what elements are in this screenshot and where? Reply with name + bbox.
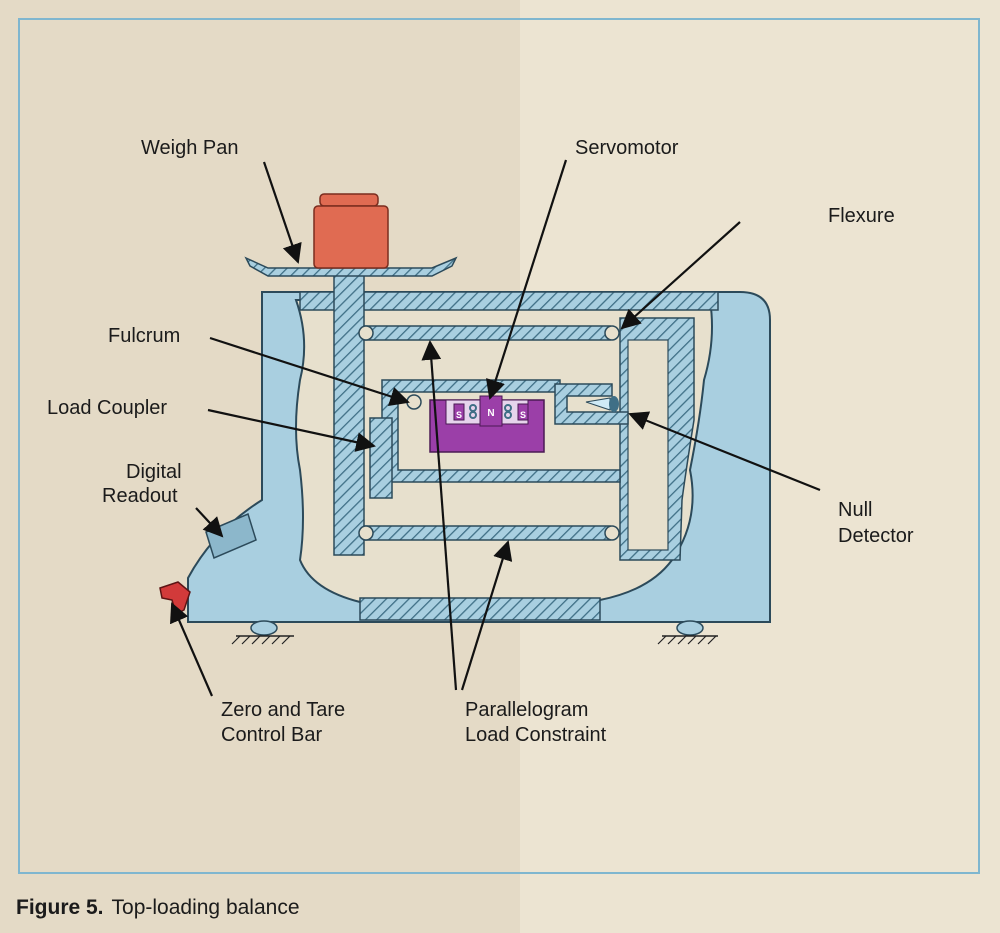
label-parallelogram-line2: Load Constraint [465, 724, 607, 746]
balance-foot-left [231, 620, 294, 645]
label-zero-tare-line1: Zero and Tare [221, 699, 345, 721]
label-parallelogram-line1: Parallelogram [465, 699, 588, 721]
servomotor-magnet: S N S [429, 395, 545, 453]
label-flexure: Flexure [828, 205, 895, 227]
magnet-pole-s-left: S [456, 410, 462, 420]
figure-number: Figure 5. [16, 896, 104, 919]
label-null-detector-line2: Detector [838, 525, 914, 547]
leader-servomotor [485, 159, 568, 400]
weigh-pan-stem [333, 269, 365, 556]
label-servomotor: Servomotor [575, 137, 679, 159]
leader-load-coupler [207, 408, 376, 452]
leader-null-detector [628, 411, 821, 492]
leader-lines [170, 159, 821, 697]
parallelogram-lower-arm [363, 525, 611, 541]
leader-zero-tare [170, 602, 214, 697]
magnet-pole-s-right: S [520, 410, 526, 420]
leader-flexure [620, 221, 741, 330]
null-detector-arm [554, 383, 629, 425]
parallelogram-upper-arm [363, 325, 611, 341]
figure-frame [18, 18, 980, 874]
test-weight [313, 193, 389, 269]
magnet-pole-n: N [487, 408, 494, 419]
load-coupler [369, 417, 393, 499]
housing-top-beam [299, 291, 719, 311]
leader-fulcrum [209, 336, 410, 406]
figure-title: Top-loading balance [111, 896, 300, 919]
leader-parallelogram-upper [421, 340, 458, 691]
leader-parallelogram-lower [460, 540, 513, 691]
null-detector-sensor [609, 396, 619, 412]
right-frame-inner [627, 339, 669, 551]
balance-foot-right [657, 620, 718, 645]
label-zero-tare-line2: Control Bar [221, 724, 322, 746]
housing-base [359, 597, 601, 621]
balance-diagram: S N S Weigh Pan Servomotor Flexure Fulcr… [47, 137, 914, 746]
label-null-detector-line1: Null [838, 499, 872, 521]
leader-weigh-pan [262, 161, 302, 264]
label-fulcrum: Fulcrum [108, 325, 180, 347]
label-load-coupler: Load Coupler [47, 397, 167, 419]
leader-digital-readout [195, 507, 224, 538]
fulcrum [406, 394, 422, 410]
label-weigh-pan: Weigh Pan [141, 137, 238, 159]
figure-caption: Figure 5. Top-loading balance [16, 896, 300, 920]
digital-readout-panel [205, 512, 257, 560]
label-digital-readout-line1: Digital [126, 461, 182, 483]
label-digital-readout-line2: Readout [102, 485, 178, 507]
